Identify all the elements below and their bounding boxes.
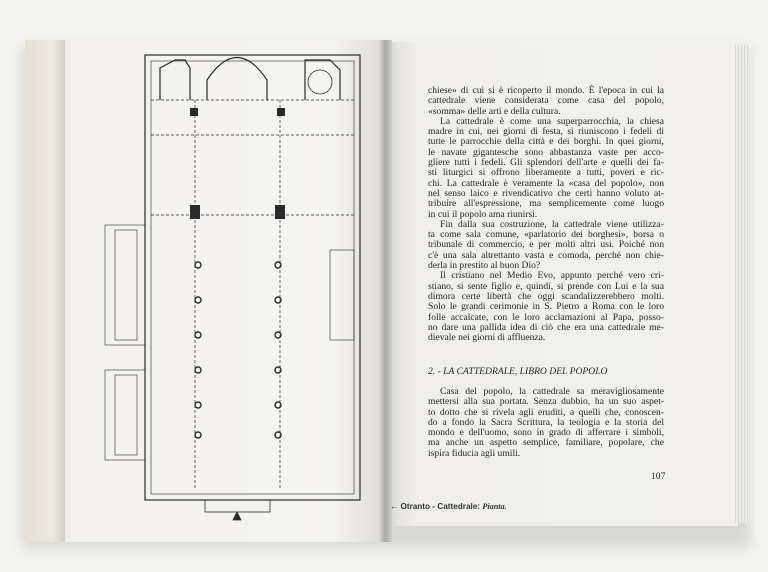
paragraph-2: Casa del popolo, la cattedrale sa meravi… [428, 386, 664, 459]
left-page-edge [25, 40, 65, 542]
text-line: Fin dalla sua costruzione, la cattedrale… [440, 218, 664, 230]
figure-caption: ← Otranto - Cattedrale: Pianta. [390, 502, 507, 512]
text-line: La cattedrale è come una superparrocchia… [440, 115, 664, 127]
plan-transept [151, 99, 354, 490]
arrow-left-icon: ← [390, 502, 399, 511]
text-line: madre in cui, nei giorni di festa, si ri… [428, 126, 664, 138]
plan-entrance [204, 499, 271, 521]
text-line: Solo le grandi cerimonie in S. Pietro a … [428, 301, 664, 313]
plan-columns [194, 261, 282, 439]
text-line: tutte le parrocchie della città e dei bo… [428, 136, 664, 148]
text-line: c'è una sala altrettanto vasta e comoda,… [428, 249, 664, 261]
text-line: «somma» delle arti e della cultura. [428, 105, 561, 117]
text-line: le navate gigantesche sono abbastanza va… [428, 146, 664, 158]
text-line: stiano, si sente figlio e, quindi, si pr… [428, 280, 664, 292]
text-line: mondo e dell'uomo, sono in grado di affe… [428, 427, 664, 439]
text-line: Casa del popolo, la cattedrale sa meravi… [440, 386, 664, 397]
text-line: to dotto che si rivela agli eruditi, a q… [428, 406, 664, 418]
text-line: no dare una pallida idea di ciò che era … [428, 321, 664, 333]
text-line: chiese» di cui si è ricoperto il mondo. … [428, 85, 664, 96]
text-line: ispira fiducia agli umili. [428, 447, 521, 459]
text-line: tribuire all'espressione, ma semplicemen… [428, 198, 664, 210]
text-line: tribunale di commercio, e per molti altr… [428, 239, 664, 251]
caption-italic: Pianta. [482, 502, 507, 511]
plan-outer-walls [144, 54, 361, 501]
text-line: dimora certe libertà che oggi scandalizz… [428, 290, 664, 302]
plan-apses [159, 56, 341, 100]
text-line: ma anche un aspetto semplice, familiare,… [428, 437, 664, 449]
text-line: cattedrale viene considerata come casa d… [428, 95, 664, 107]
text-line: Il cristiano nel Medio Evo, appunto perc… [440, 270, 664, 282]
text-line: nel senso laico e rivendicativo che cert… [428, 187, 664, 199]
text-line: do a fondo la Sacra Scrittura, la teolog… [428, 416, 664, 428]
text-line: mettersi alla sua portata. Senza dubbio,… [428, 396, 664, 408]
book-gutter [378, 40, 392, 542]
text-line: dievale nei giorni di affluenza. [428, 332, 546, 344]
cathedral-floor-plan [104, 54, 361, 521]
plan-stairs-left [104, 224, 146, 461]
plan-stairs-right [329, 249, 355, 341]
text-line: folle accalcate, con le loro acclamazion… [428, 311, 664, 323]
text-line: in cui il popolo ama riunirsi. [428, 208, 538, 220]
text-line: sti liturgici si offrono liberamente a t… [428, 167, 664, 179]
page-number: 107 [651, 471, 666, 482]
text-line: derla in prestito al buon Dio? [428, 260, 541, 272]
left-page [25, 40, 387, 542]
text-line: chi. La cattedrale è veramente la «casa … [428, 177, 664, 189]
paragraph-1: chiese» di cui si è ricoperto il mondo. … [428, 85, 664, 344]
section-heading: 2. - LA CATTEDRALE, LIBRO DEL POPOLO [428, 366, 608, 377]
text-line: gliere tutti i fedeli. Gli splendori del… [428, 157, 664, 169]
text-line: ta come sala comune, «parlatorio dei bor… [428, 229, 664, 241]
page-stack-edge [735, 45, 749, 523]
right-page [384, 42, 738, 526]
plan-piers [190, 108, 285, 219]
caption-text: Otranto - Cattedrale: [400, 502, 483, 511]
